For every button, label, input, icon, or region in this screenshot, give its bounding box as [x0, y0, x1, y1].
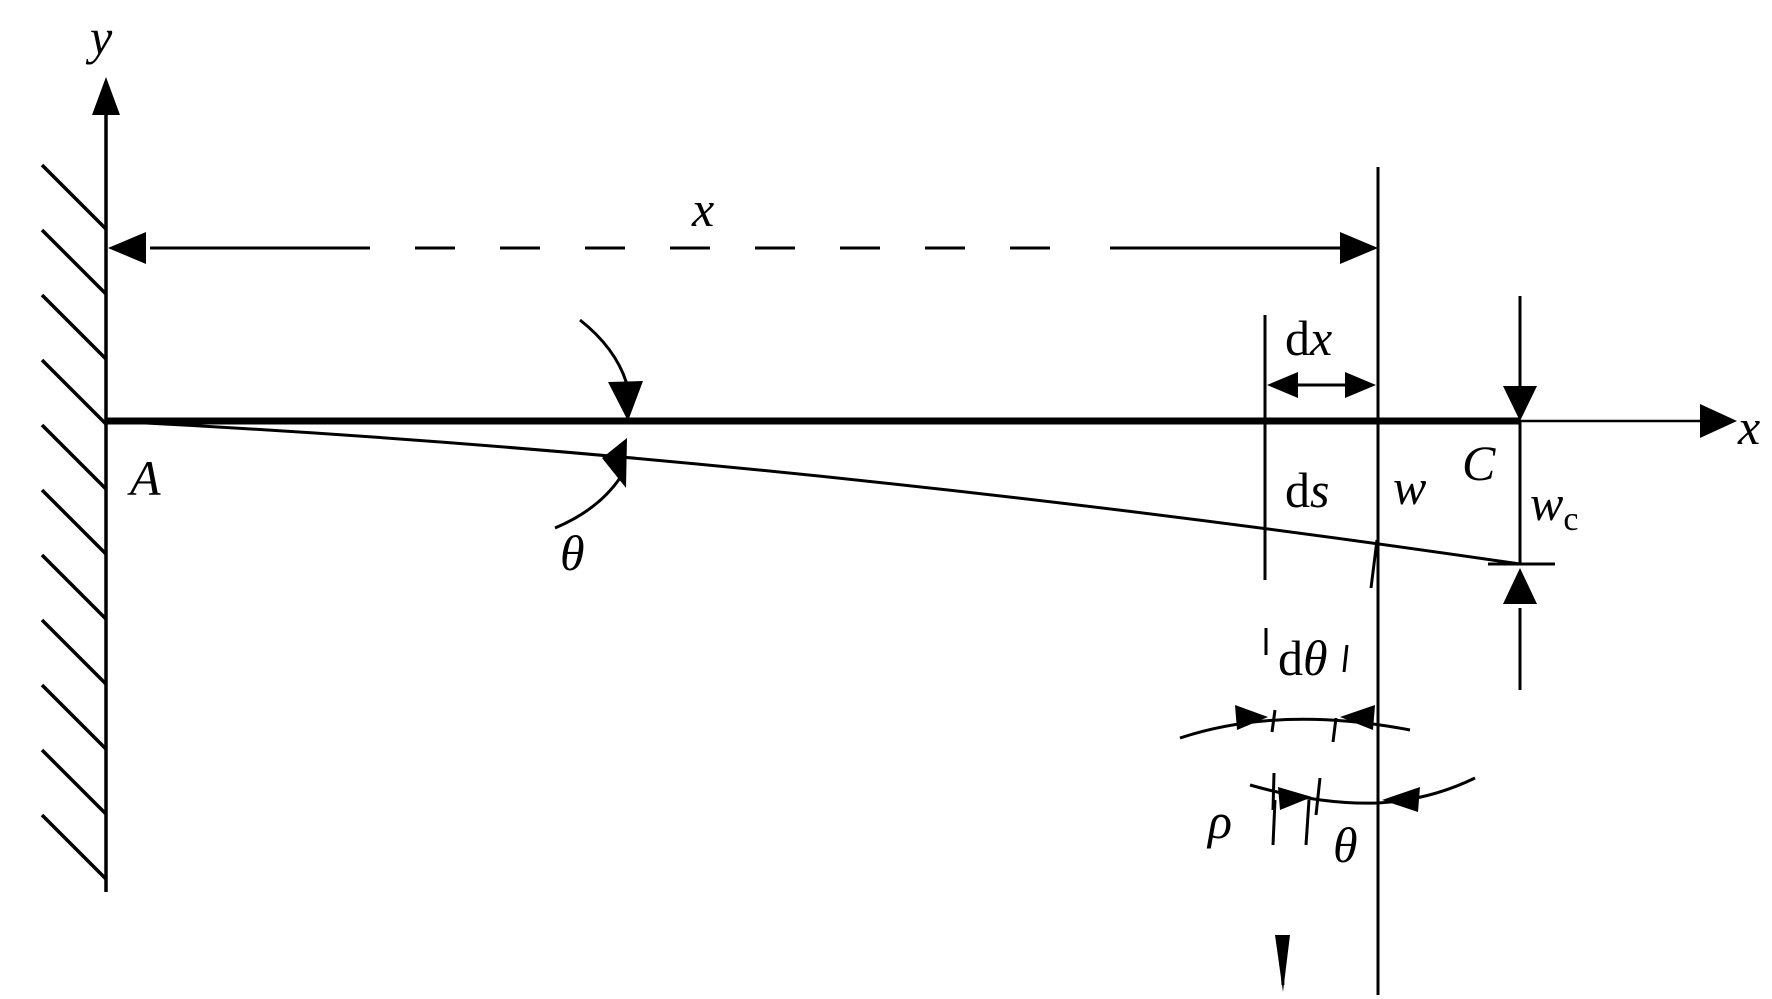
rho-label: ρ — [1206, 793, 1232, 849]
point-c-label: C — [1462, 435, 1496, 491]
theta-arrow-bottom — [602, 438, 627, 488]
y-axis — [92, 77, 120, 892]
dx-dimension — [1267, 372, 1376, 398]
wc-dimension — [1488, 296, 1555, 690]
ds-label: ds — [1285, 462, 1329, 518]
dtheta-label-var: θ — [1303, 630, 1328, 686]
x-dimension-arrow-left — [108, 232, 146, 264]
dx-label-var: x — [1309, 310, 1332, 366]
center-of-curvature-mark — [1275, 935, 1290, 992]
wc-arrow-top — [1503, 386, 1537, 421]
fixed-support-hatching — [40, 163, 108, 881]
dtheta-arc — [1179, 705, 1411, 740]
dtheta-label: dθ — [1278, 630, 1328, 686]
x-axis — [106, 404, 1737, 438]
theta-slope-label: θ — [560, 525, 585, 581]
section-normals — [1264, 539, 1379, 986]
x-dimension-arrow-right — [1340, 232, 1378, 264]
dtheta-label-prefix: d — [1278, 630, 1303, 686]
point-a-label: A — [127, 450, 161, 506]
deflection-curve — [105, 419, 1521, 566]
ds-label-var: s — [1310, 462, 1329, 518]
y-axis-label: y — [85, 9, 113, 65]
x-axis-label: x — [1737, 399, 1760, 455]
theta-bottom-arc — [1249, 776, 1476, 812]
wc-label-sub: c — [1563, 501, 1578, 538]
wc-label: wc — [1530, 475, 1578, 538]
wc-arrow-bottom — [1503, 568, 1537, 604]
x-dimension-label: x — [691, 181, 714, 237]
ds-label-prefix: d — [1285, 462, 1310, 518]
theta-slope-arcs — [554, 318, 630, 530]
theta-arrow-top — [608, 381, 643, 421]
wc-label-main: w — [1530, 475, 1563, 531]
dx-label: dx — [1285, 310, 1332, 366]
theta-bottom-label: θ — [1333, 817, 1358, 873]
w-label: w — [1393, 459, 1426, 515]
dx-label-prefix: d — [1285, 310, 1310, 366]
